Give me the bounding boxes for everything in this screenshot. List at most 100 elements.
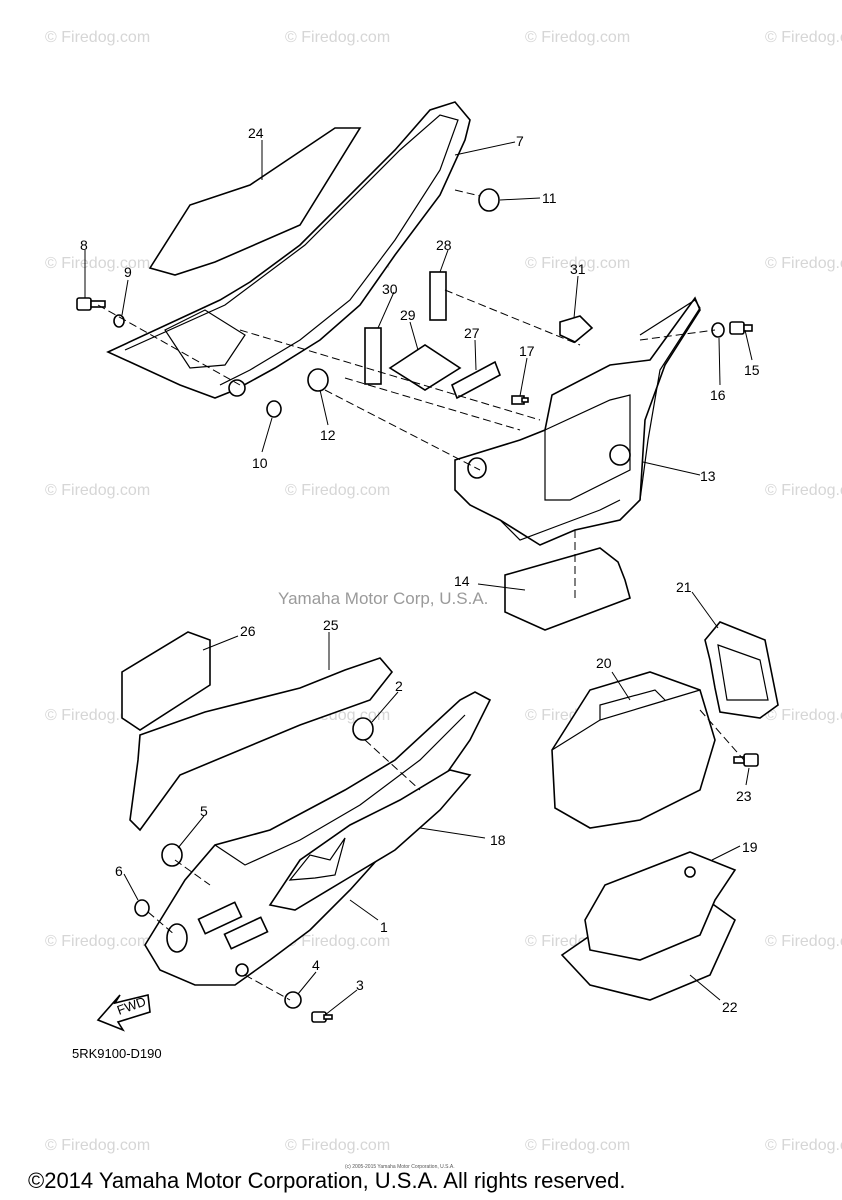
part-1-hole (166, 923, 188, 953)
watermark: © Firedog.com (45, 255, 150, 272)
leader-lines (84, 140, 753, 1016)
watermark: © Firedog.com (45, 933, 150, 950)
callout-29: 29 (400, 307, 416, 323)
part-18-logo (288, 837, 346, 881)
part-25-decal[interactable] (129, 657, 394, 832)
watermark: © Firedog.com (525, 255, 630, 272)
assembly-line (344, 377, 521, 431)
assembly-line (174, 859, 211, 886)
callout-3: 3 (356, 977, 364, 993)
watermark: © Firedog.com (765, 29, 842, 46)
callout-13: 13 (700, 468, 716, 484)
part-30-pad[interactable] (364, 327, 382, 385)
watermark: © Firedog.com (285, 1137, 390, 1154)
part-31-clip[interactable] (559, 315, 594, 343)
watermark: © Firedog.com (765, 707, 842, 724)
part-13-inner (544, 394, 631, 501)
assembly-line (454, 189, 481, 197)
callout-12: 12 (320, 427, 336, 443)
part-27-pad[interactable] (450, 360, 502, 400)
watermark: © Firedog.com (45, 29, 150, 46)
callout-4: 4 (312, 957, 320, 973)
part-4-washer[interactable] (284, 991, 302, 1009)
part-17-screw[interactable] (511, 395, 529, 405)
assembly-line (639, 329, 716, 341)
watermark: © Firedog.com (285, 482, 390, 499)
callout-5: 5 (200, 803, 208, 819)
watermark: © Firedog.com (765, 1137, 842, 1154)
callout-6: 6 (115, 863, 123, 879)
part-13-lower-edge (499, 499, 621, 541)
copyright-notice: ©2014 Yamaha Motor Corporation, U.S.A. A… (28, 1168, 625, 1193)
part-1-slot (197, 901, 243, 935)
part-13-battery-box[interactable] (454, 296, 701, 546)
watermark: © Firedog.com (765, 482, 842, 499)
assembly-line (239, 329, 541, 421)
part-13-front-plate (639, 299, 701, 501)
part-14-mat[interactable] (504, 547, 631, 631)
callout-31: 31 (570, 261, 586, 277)
callout-25: 25 (323, 617, 339, 633)
part-26-decal[interactable] (121, 631, 211, 731)
fwd-arrow-icon: FWD (96, 994, 151, 1032)
callout-28: 28 (436, 237, 452, 253)
watermark: © Firedog.com (525, 1137, 630, 1154)
callout-7: 7 (516, 133, 524, 149)
part-21-bracket[interactable] (704, 621, 779, 719)
part-28-pad[interactable] (429, 271, 447, 321)
part-1-slot (223, 916, 269, 950)
watermark: © Firedog.com (765, 255, 842, 272)
part-13-hole (609, 444, 631, 466)
part-3-screw[interactable] (311, 1011, 333, 1023)
callout-30: 30 (382, 281, 398, 297)
part-12-damper[interactable] (307, 368, 329, 392)
assembly-line (147, 911, 176, 936)
part-1-inner-edge (214, 714, 466, 866)
watermark: © Firedog.com (285, 29, 390, 46)
part-7-side-cover[interactable] (106, 101, 471, 399)
part-18-emblem[interactable] (268, 769, 472, 911)
center-watermark: Yamaha Motor Corp, U.S.A. (278, 589, 488, 608)
part-20-tool-box[interactable] (551, 671, 716, 829)
part-19-snap (684, 866, 696, 878)
callout-16: 16 (710, 387, 726, 403)
part-19-pouch[interactable] (584, 851, 737, 961)
part-21-inner (717, 644, 769, 701)
fine-print: (c) 2005-2015 Yamaha Motor Corporation, … (345, 1164, 455, 1170)
part-1-mount (235, 963, 249, 977)
callout-2: 2 (395, 678, 403, 694)
callout-18: 18 (490, 832, 506, 848)
assembly-line (244, 974, 291, 1001)
part-6-grommet[interactable] (134, 899, 150, 917)
part-23-bolt[interactable] (733, 753, 759, 767)
part-20-lid-edge (551, 689, 701, 751)
part-2-damper[interactable] (352, 717, 374, 741)
assembly-line (364, 739, 421, 791)
part-10-grommet[interactable] (266, 400, 282, 418)
watermark: © Firedog.com (765, 933, 842, 950)
watermark: © Firedog.com (285, 933, 390, 950)
part-20-strap (599, 689, 666, 720)
assembly-line (444, 289, 581, 346)
callout-9: 9 (124, 264, 132, 280)
part-29-pad[interactable] (388, 344, 462, 391)
callout-11: 11 (542, 190, 557, 206)
part-24-decal[interactable] (148, 127, 362, 276)
callout-26: 26 (240, 623, 256, 639)
callout-10: 10 (252, 455, 268, 471)
part-11-damper[interactable] (478, 188, 500, 212)
part-5-damper[interactable] (161, 843, 183, 867)
callout-1: 1 (380, 919, 388, 935)
callout-21: 21 (676, 579, 692, 595)
diagram-code: 5RK9100-D190 (72, 1046, 162, 1061)
callout-15: 15 (744, 362, 760, 378)
callout-14: 14 (454, 573, 470, 589)
callout-labels: 24 7 11 8 9 10 12 28 30 29 27 17 31 16 1… (80, 125, 760, 1015)
callout-23: 23 (736, 788, 752, 804)
assembly-line (699, 709, 745, 761)
part-7-recess (164, 309, 246, 369)
part-8-bolt[interactable] (76, 297, 106, 311)
callout-27: 27 (464, 325, 480, 341)
part-15-bolt[interactable] (729, 321, 753, 335)
